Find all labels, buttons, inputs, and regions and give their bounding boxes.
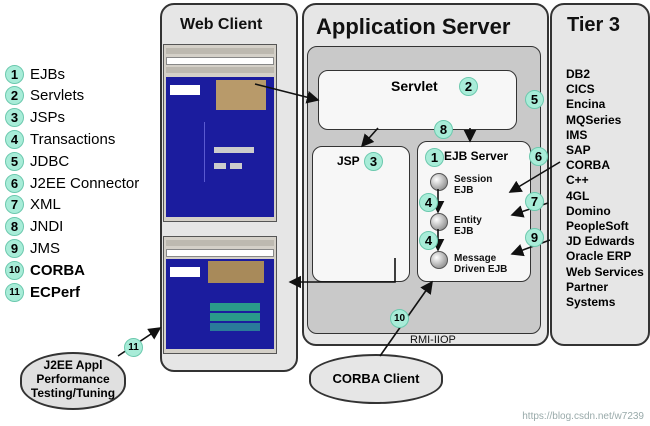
tier3-system: MQSeries <box>566 112 622 127</box>
tier3-system: IMS <box>566 127 588 142</box>
legend-number-badge: 9 <box>5 238 24 258</box>
corba-client-bubble: CORBA Client <box>309 354 443 404</box>
marker-2: 2 <box>459 77 478 96</box>
legend-item: 1 EJBs <box>5 64 65 84</box>
jsp-box <box>312 146 410 282</box>
tier3-panel <box>550 3 650 346</box>
legend-number-badge: 7 <box>5 195 24 215</box>
legend-number-badge: 8 <box>5 217 24 237</box>
marker-9: 9 <box>525 228 544 247</box>
legend-number-badge: 3 <box>5 108 24 128</box>
marker-4a: 4 <box>419 193 438 212</box>
tier3-system: Oracle ERP <box>566 249 632 264</box>
legend-number-badge: 11 <box>5 282 24 302</box>
legend-item: 8 JNDI <box>5 217 63 237</box>
session-ejb-ball <box>430 173 448 191</box>
marker-5: 5 <box>525 90 544 109</box>
marker-11: 11 <box>124 338 143 357</box>
tier3-system: CICS <box>566 82 595 97</box>
tier3-system: 4GL <box>566 188 590 203</box>
legend-number-badge: 2 <box>5 86 24 106</box>
legend-item: 2 Servlets <box>5 86 84 106</box>
tier3-system: SAP <box>566 143 591 157</box>
tier3-system: DB2 <box>566 67 591 81</box>
arrow-jsp-to-web <box>288 258 396 289</box>
servlet-box <box>318 70 517 130</box>
legend-item: 3 JSPs <box>5 108 65 128</box>
legend-label: Servlets <box>30 87 85 105</box>
jsp-label: JSP <box>337 154 360 168</box>
legend-label: JMS <box>30 239 60 257</box>
browser-screenshot-top <box>163 44 277 222</box>
tier3-system: Web Services <box>566 264 644 279</box>
legend-label: CORBA <box>30 261 85 279</box>
servlet-label: Servlet <box>391 78 438 94</box>
legend-item: 4 Transactions <box>5 129 115 149</box>
legend-label: Transactions <box>30 130 116 148</box>
tier3-system: C++ <box>566 173 589 188</box>
tier3-system: JD Edwards <box>566 234 635 249</box>
tier3-system: Domino <box>566 203 611 218</box>
marker-4b: 4 <box>419 231 438 250</box>
legend-item: 11 ECPerf <box>5 282 80 302</box>
application-server-title: Application Server <box>316 14 511 39</box>
legend-number-badge: 4 <box>5 129 24 149</box>
legend-item: 5 JDBC <box>5 151 69 171</box>
browser-screenshot-bottom <box>163 236 277 354</box>
ejb-server-label: EJB Server <box>444 149 509 163</box>
watermark: https://blog.csdn.net/w7239 <box>522 411 644 422</box>
marker-7: 7 <box>525 192 544 211</box>
tier3-system: CORBA <box>566 158 610 173</box>
marker-10: 10 <box>390 309 409 328</box>
legend-item: 9 JMS <box>5 238 60 258</box>
legend-label: JNDI <box>30 218 64 236</box>
marker-3: 3 <box>364 152 383 171</box>
rmi-iiop-label: RMI-IIOP <box>410 334 456 346</box>
legend-label: XML <box>30 196 61 214</box>
marker-8: 8 <box>434 120 453 139</box>
arrow-tier3-to-message <box>510 239 551 257</box>
legend-label: JSPs <box>30 109 66 127</box>
legend-number-badge: 6 <box>5 173 24 193</box>
legend-label: J2EE Connector <box>30 174 140 192</box>
legend-label: ECPerf <box>30 283 81 301</box>
legend-item: 6 J2EE Connector <box>5 173 139 193</box>
arrow-web-to-servlet <box>254 83 320 104</box>
legend-label: EJBs <box>30 65 66 83</box>
legend-item: 7 XML <box>5 195 61 215</box>
arrow-servlet-to-jsp <box>360 127 379 148</box>
tier3-system: Partner <box>566 279 609 294</box>
tier3-title: Tier 3 <box>567 14 620 36</box>
tier3-system: Systems <box>566 295 616 309</box>
arrow-tier3-to-session <box>508 161 561 193</box>
legend-number-badge: 1 <box>5 64 24 84</box>
legend-number-badge: 10 <box>5 260 24 280</box>
legend-label: JDBC <box>30 152 70 170</box>
legend-number-badge: 5 <box>5 151 24 171</box>
tier3-system: Encina <box>566 97 606 112</box>
tier3-system: PeopleSoft <box>566 219 629 233</box>
web-client-title: Web Client <box>180 16 263 33</box>
legend-item: 10 CORBA <box>5 260 85 280</box>
marker-1: 1 <box>425 148 444 167</box>
marker-6: 6 <box>529 147 548 166</box>
